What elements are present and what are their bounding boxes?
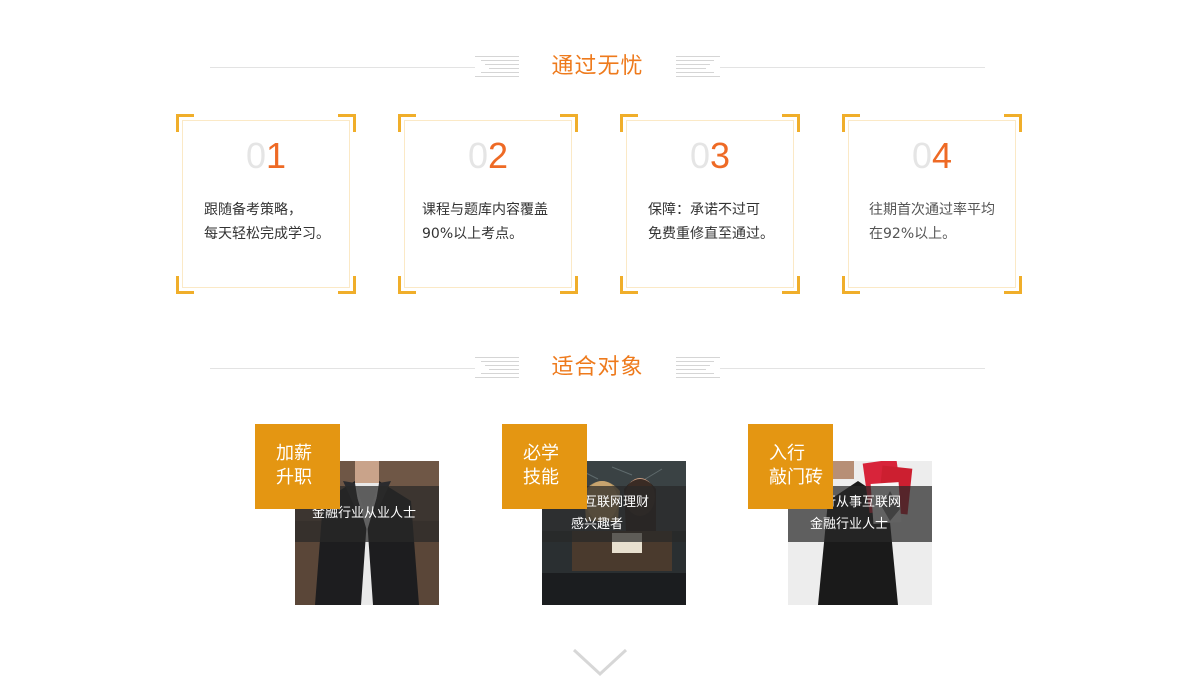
section-header-pass: 通过无忧 xyxy=(210,52,985,82)
feature-number: 02 xyxy=(467,135,509,176)
stripe-decoration-right xyxy=(676,56,720,78)
audience-tag: 加薪升职 xyxy=(255,424,340,509)
section-title: 适合对象 xyxy=(551,355,644,380)
feature-card-3: 03 保障：承诺不过可免费重修直至通过。 xyxy=(620,114,800,294)
feature-number: 04 xyxy=(911,135,953,176)
feature-number: 03 xyxy=(689,135,731,176)
stripe-decoration-left xyxy=(475,56,519,78)
feature-description: 跟随备考策略，每天轻松完成学习。 xyxy=(204,202,330,242)
section-title-wrap: 通过无忧 xyxy=(475,52,720,82)
corner-bracket xyxy=(782,114,800,132)
corner-bracket xyxy=(620,276,638,294)
card-frame xyxy=(404,120,572,288)
audience-tag: 必学技能 xyxy=(502,424,587,509)
chevron-down-icon[interactable] xyxy=(572,648,628,678)
corner-bracket xyxy=(560,114,578,132)
corner-bracket xyxy=(338,114,356,132)
corner-bracket xyxy=(560,276,578,294)
card-frame xyxy=(626,120,794,288)
section-header-audience: 适合对象 xyxy=(210,353,985,383)
corner-bracket xyxy=(398,114,416,132)
corner-bracket xyxy=(176,276,194,294)
feature-card-1: 01 跟随备考策略，每天轻松完成学习。 xyxy=(176,114,356,294)
corner-bracket xyxy=(842,276,860,294)
corner-bracket xyxy=(398,276,416,294)
audience-card-1: 金融行业从业人士 加薪升职 xyxy=(255,424,440,606)
stripe-decoration-left xyxy=(475,357,519,379)
card-frame xyxy=(182,120,350,288)
corner-bracket xyxy=(1004,114,1022,132)
feature-number: 01 xyxy=(245,135,287,176)
corner-bracket xyxy=(1004,276,1022,294)
audience-card-2: 对互联网理财感兴趣者 必学技能 xyxy=(502,424,687,606)
audience-card-3: 转行从事互联网金融行业人士 入行敲门砖 xyxy=(748,424,933,606)
corner-bracket xyxy=(782,276,800,294)
corner-bracket xyxy=(338,276,356,294)
corner-bracket xyxy=(176,114,194,132)
audience-tag: 入行敲门砖 xyxy=(748,424,833,509)
feature-description: 往期首次通过率平均在92%以上。 xyxy=(869,202,995,242)
stripe-decoration-right xyxy=(676,357,720,379)
feature-card-4: 04 往期首次通过率平均在92%以上。 xyxy=(842,114,1022,294)
corner-bracket xyxy=(842,114,860,132)
corner-bracket xyxy=(620,114,638,132)
section-title-wrap: 适合对象 xyxy=(475,353,720,383)
card-frame xyxy=(848,120,1016,288)
section-title: 通过无忧 xyxy=(551,54,644,79)
feature-description: 保障：承诺不过可免费重修直至通过。 xyxy=(648,202,774,242)
